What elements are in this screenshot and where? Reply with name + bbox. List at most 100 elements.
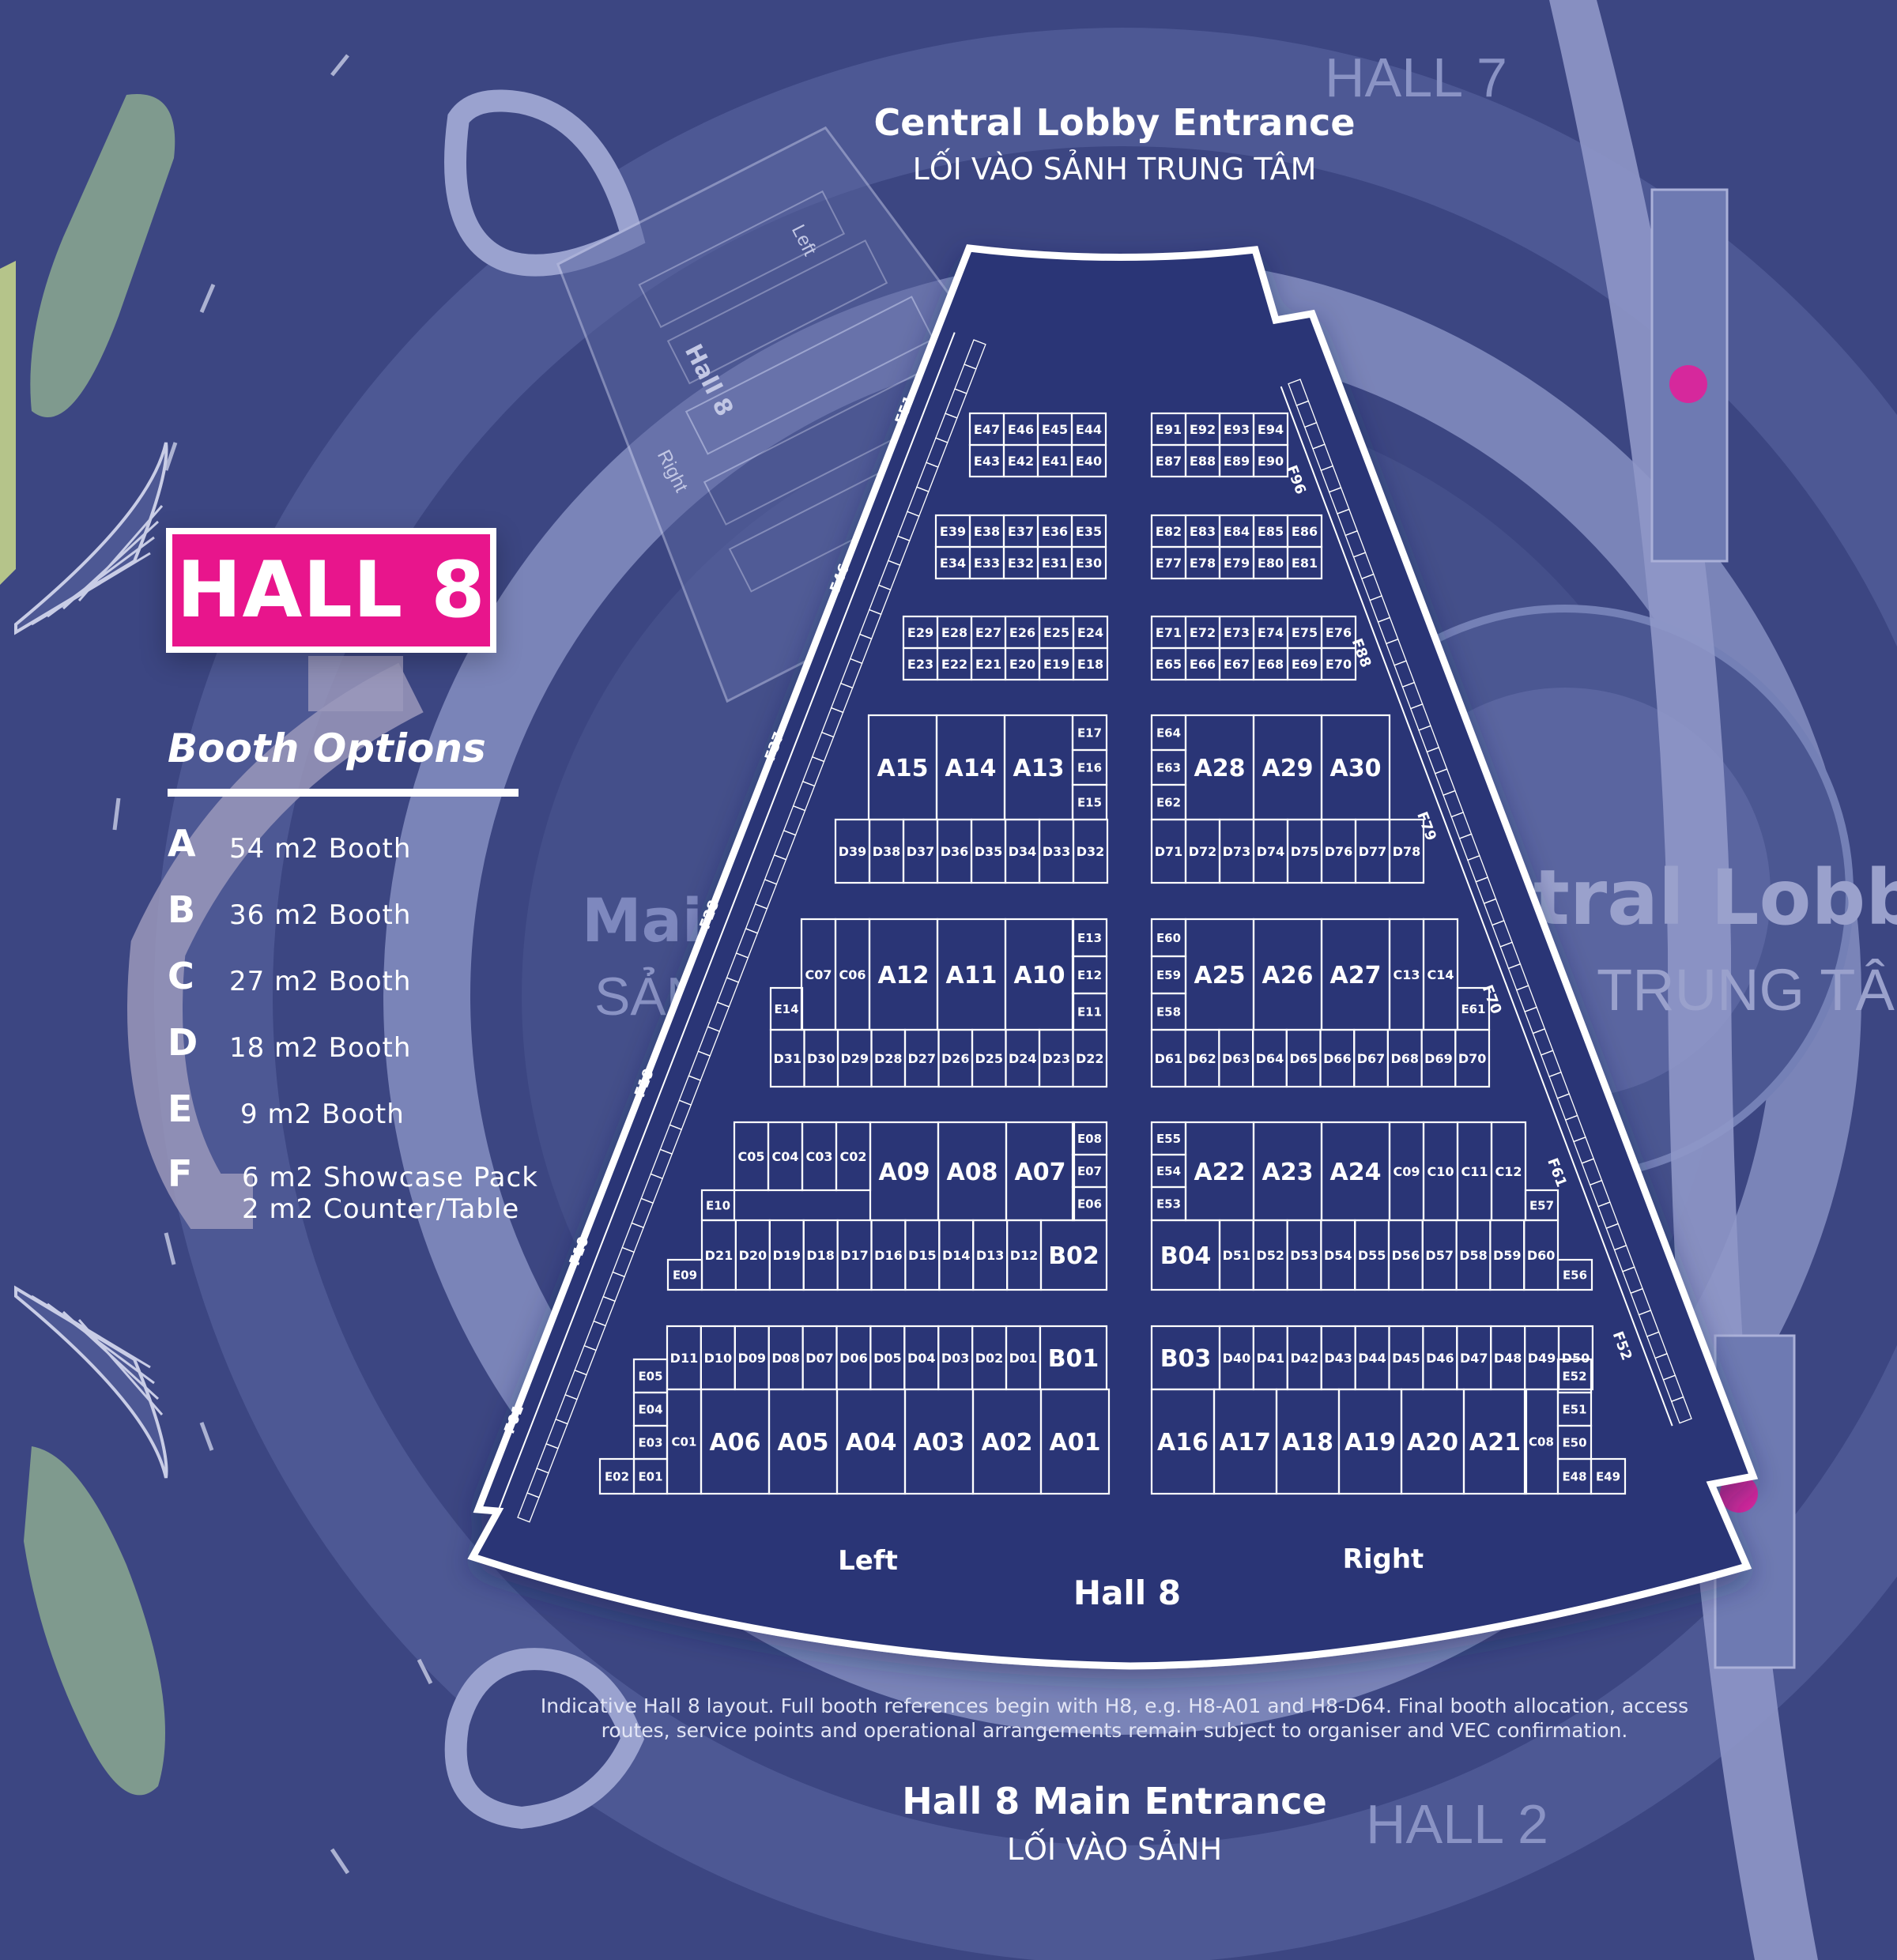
booth-label-c06: C06 — [839, 967, 866, 982]
booth-b02[interactable] — [1039, 1219, 1108, 1291]
booth-c08[interactable] — [1523, 1388, 1559, 1495]
option-label-a: 54 m2 Booth — [229, 833, 412, 865]
hall8-main-entrance-title: Hall 8 Main Entrance — [902, 1780, 1327, 1822]
green-strip — [0, 261, 16, 585]
booth-label-e69: E69 — [1292, 657, 1318, 672]
booth-label-d06: D06 — [839, 1351, 868, 1366]
booth-label-e24: E24 — [1077, 625, 1103, 640]
booth-label-e38: E38 — [974, 524, 1000, 539]
booth-d22[interactable] — [1072, 1028, 1108, 1088]
booth-label-a27: A27 — [1330, 962, 1382, 989]
booth-label-e07: E07 — [1077, 1164, 1102, 1178]
booth-a01[interactable] — [1039, 1388, 1111, 1495]
booth-label-a22: A22 — [1194, 1159, 1246, 1186]
booth-label-a02: A02 — [982, 1429, 1033, 1457]
booth-label-e47: E47 — [974, 422, 1000, 437]
booth-label-e25: E25 — [1043, 625, 1069, 640]
booth-label-c11: C11 — [1461, 1164, 1488, 1179]
booth-label-a04: A04 — [846, 1429, 897, 1457]
option-letter-d: D — [168, 1021, 198, 1064]
booth-e90[interactable] — [1252, 443, 1289, 478]
booth-label-b02: B02 — [1048, 1242, 1099, 1270]
booth-e09[interactable] — [666, 1258, 703, 1291]
booth-label-e45: E45 — [1042, 422, 1068, 437]
booth-e49[interactable] — [1590, 1457, 1627, 1495]
booth-label-e93: E93 — [1224, 422, 1250, 437]
hatched-area-bottom — [14, 1285, 168, 1479]
booth-label-a20: A20 — [1407, 1429, 1458, 1457]
booth-d60[interactable] — [1523, 1219, 1559, 1291]
booth-label-e35: E35 — [1076, 524, 1102, 539]
booth-e56[interactable] — [1556, 1258, 1593, 1291]
wall-direction-line — [497, 332, 956, 1510]
booth-label-d77: D77 — [1359, 844, 1387, 859]
booth-label-e91: E91 — [1156, 422, 1182, 437]
booth-label-e46: E46 — [1008, 422, 1034, 437]
booth-label-a15: A15 — [877, 755, 929, 782]
booth-label-a23: A23 — [1262, 1159, 1314, 1186]
booth-e81[interactable] — [1286, 545, 1323, 580]
booth-label-e70: E70 — [1326, 657, 1352, 672]
booth-e70[interactable] — [1320, 646, 1357, 681]
booth-label-e58: E58 — [1156, 1004, 1181, 1019]
booth-label-c09: C09 — [1393, 1164, 1420, 1179]
booth-d32[interactable] — [1072, 818, 1109, 884]
booth-label-d28: D28 — [874, 1051, 903, 1066]
booth-label-e62: E62 — [1156, 795, 1181, 809]
option-label-e: 9 m2 Booth — [240, 1099, 405, 1130]
booth-label-d47: D47 — [1460, 1351, 1488, 1366]
booth-label-e61: E61 — [1461, 1002, 1485, 1016]
booth-d70[interactable] — [1454, 1028, 1491, 1088]
booth-label-e36: E36 — [1042, 524, 1068, 539]
booth-label-d17: D17 — [840, 1248, 869, 1263]
booth-label-d42: D42 — [1290, 1351, 1318, 1366]
booth-a21[interactable] — [1462, 1388, 1528, 1495]
booth-e18[interactable] — [1072, 646, 1109, 681]
booth-e30[interactable] — [1070, 545, 1107, 580]
booth-label-d13: D13 — [976, 1248, 1005, 1263]
booth-label-e79: E79 — [1224, 556, 1250, 571]
booth-label-d78: D78 — [1393, 844, 1421, 859]
booth-label-d46: D46 — [1426, 1351, 1454, 1366]
booth-label-e14: E14 — [774, 1002, 798, 1016]
booth-label-e53: E53 — [1156, 1197, 1181, 1211]
booth-label-e84: E84 — [1224, 524, 1250, 539]
booth-label-e94: E94 — [1258, 422, 1284, 437]
booth-label-a13: A13 — [1013, 755, 1065, 782]
option-label-c: 27 m2 Booth — [229, 966, 412, 997]
hall-right-label: Right — [1343, 1544, 1424, 1575]
booth-label-e34: E34 — [940, 556, 966, 571]
booth-label-c02: C02 — [839, 1149, 866, 1164]
booth-d78[interactable] — [1388, 818, 1425, 884]
booth-label-e50: E50 — [1562, 1435, 1586, 1449]
booth-label-d64: D64 — [1256, 1051, 1284, 1066]
disclaimer-note: Indicative Hall 8 layout. Full booth ref… — [540, 1694, 1689, 1742]
booth-d50[interactable] — [1557, 1325, 1594, 1391]
wall-counter-cell[interactable] — [964, 339, 986, 370]
booth-label-e81: E81 — [1292, 556, 1318, 571]
booth-e40[interactable] — [1070, 443, 1107, 478]
booth-label-c13: C13 — [1393, 967, 1420, 982]
booth-label-e49: E49 — [1596, 1469, 1620, 1483]
wall-counter-cell[interactable] — [1670, 1396, 1692, 1424]
booth-label-e16: E16 — [1077, 760, 1102, 775]
booth-label-d24: D24 — [1009, 1051, 1037, 1066]
hall-title: HALL 8 — [176, 545, 486, 635]
booth-label-a29: A29 — [1262, 755, 1314, 782]
booth-label-d55: D55 — [1358, 1248, 1386, 1263]
option-label-d: 18 m2 Booth — [229, 1032, 412, 1064]
booth-e01[interactable] — [632, 1457, 669, 1495]
booth-label-d23: D23 — [1042, 1051, 1070, 1066]
booth-label-d65: D65 — [1289, 1051, 1318, 1066]
booth-label-d32: D32 — [1077, 844, 1105, 859]
booth-label-a24: A24 — [1330, 1159, 1382, 1186]
booth-label-a08: A08 — [947, 1159, 998, 1186]
hall-7-label: HALL 7 — [1325, 47, 1507, 108]
